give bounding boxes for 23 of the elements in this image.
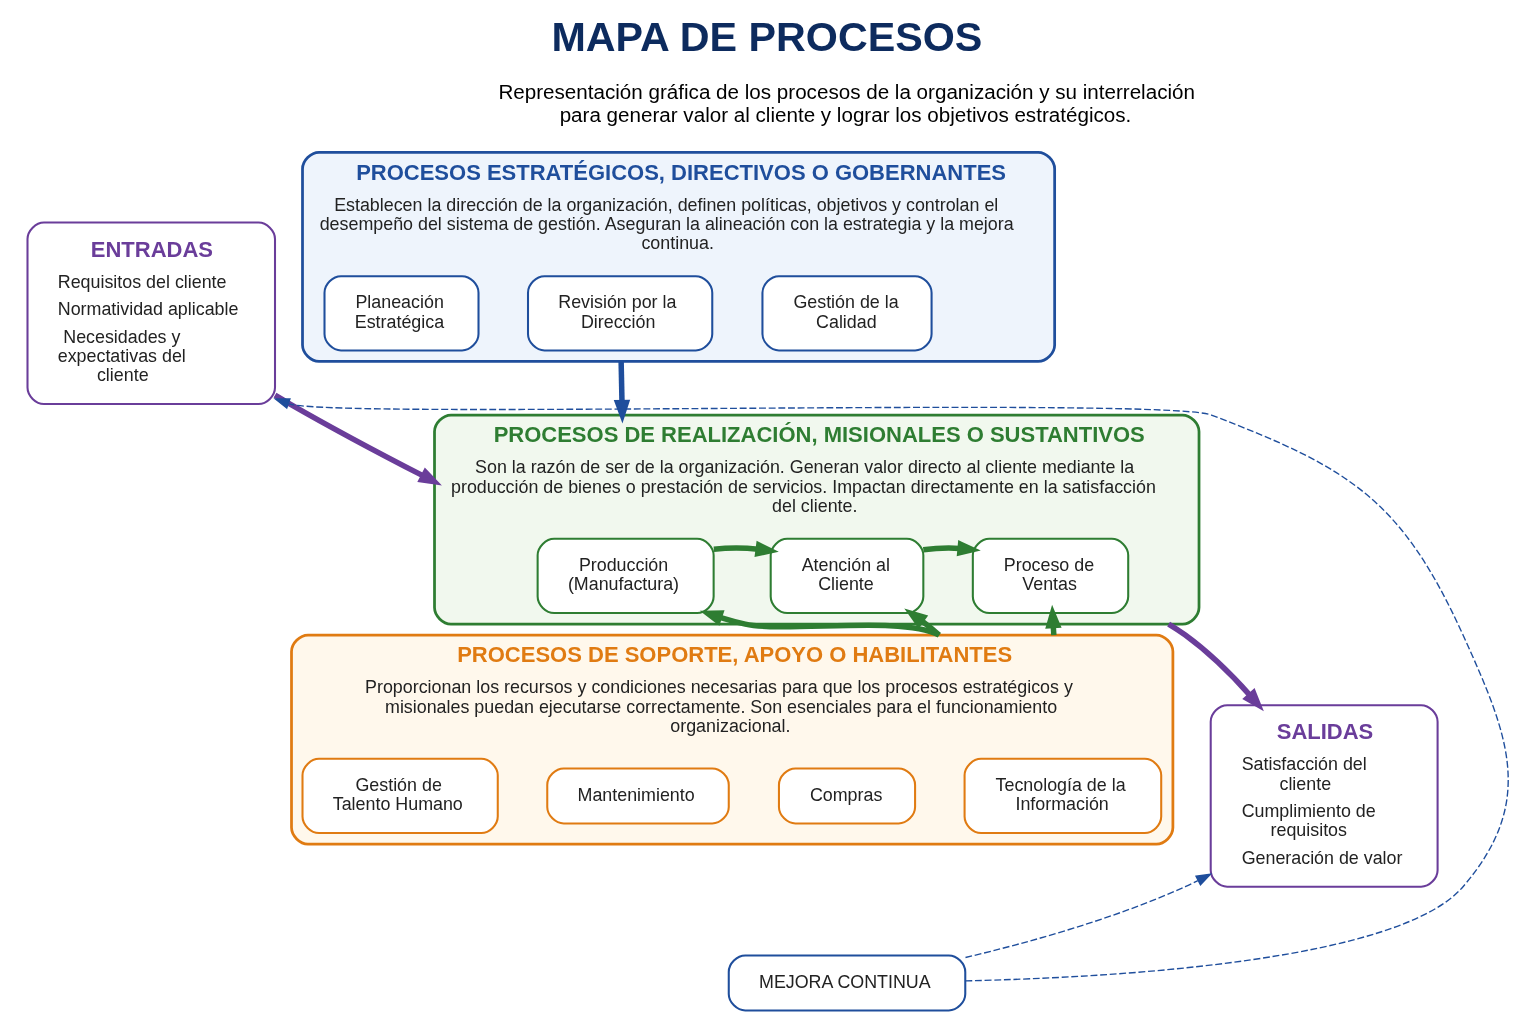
arrow (964, 873, 1213, 959)
arrow (273, 392, 442, 486)
node-box: Tecnología de la Información (963, 757, 1163, 835)
node-box: Gestión de Talento Humano (301, 757, 499, 835)
label: Representación gráfica de los procesos de la organización y su interrelación para generar valor al cliente y lograr los objetivos estratégicos. (498, 79, 1195, 127)
node-box: Revisión por la Dirección (527, 275, 714, 352)
node-box: ENTRADAS Requisitos del cliente Normatividad aplicable Necesidades y expectativas del cliente (26, 221, 277, 406)
node-box: Producción (Manufactura) (536, 537, 715, 615)
node-box: Compras (777, 767, 917, 825)
node-box: Atención al Cliente (769, 537, 925, 615)
node-box: MEJORA CONTINUA (727, 954, 967, 1012)
arrow (904, 608, 941, 638)
node-box: Gestión de la Calidad (761, 275, 933, 352)
arrow (713, 540, 779, 557)
arrow (273, 398, 1509, 982)
arrow (922, 540, 981, 557)
diagram-title: MAPA DE PROCESOS (551, 13, 983, 60)
node-box: SALIDAS Satisfacción del cliente Cumplimiento de requisitos Generación de valor (1209, 704, 1439, 888)
node-box: Mantenimiento (546, 767, 730, 825)
arrow (613, 361, 631, 424)
node-box: Proceso de Ventas (971, 537, 1130, 615)
node-box: Planeación Estratégica (323, 275, 480, 352)
arrow (699, 610, 941, 638)
